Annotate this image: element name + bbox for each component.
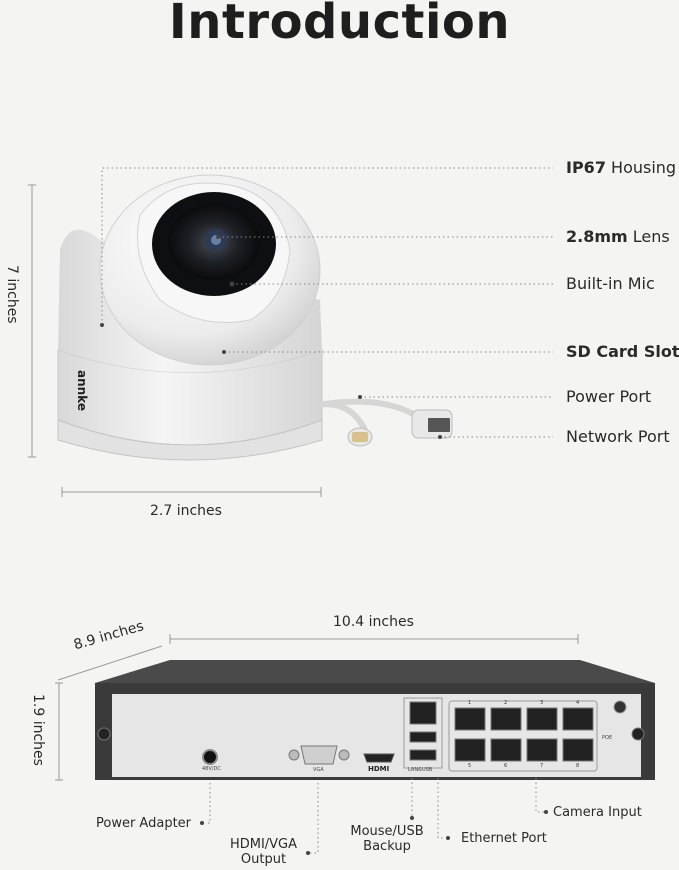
poe-label: POE — [602, 735, 613, 741]
lan-usb-port-label: LAN&USB — [408, 767, 433, 773]
callout-built-in-mic: Built-in Mic — [566, 274, 655, 293]
poe-number-8: 8 — [576, 763, 580, 769]
poe-number-3: 3 — [540, 700, 544, 706]
callout-sd-card-slot: SD Card Slot — [566, 342, 679, 361]
nvr-width-label: 10.4 inches — [333, 614, 414, 630]
callout-power-adapter: Power Adapter — [96, 816, 192, 831]
dc-port-label: 48V/DC — [202, 766, 221, 772]
poe-number-4: 4 — [576, 700, 580, 706]
callout-ethernet-port: Ethernet Port — [461, 831, 547, 846]
page-title: Introduction — [168, 0, 511, 50]
poe-number-5: 5 — [468, 763, 472, 769]
camera-width-label: 2.7 inches — [150, 503, 222, 519]
callout-power-port: Power Port — [566, 387, 652, 406]
poe-number-1: 1 — [468, 700, 472, 706]
nvr-height-label: 1.9 inches — [30, 694, 46, 766]
hdmi-port-label: HDMI — [368, 765, 390, 773]
poe-number-6: 6 — [504, 763, 508, 769]
nvr-back-panel — [112, 694, 596, 777]
camera-height-label: 7 inches — [4, 265, 20, 324]
callout-lens: 2.8mm Lens — [566, 227, 670, 246]
poe-number-2: 2 — [504, 700, 508, 706]
vga-port-label: VGA — [313, 767, 324, 773]
callout-hdmi-vga-output: HDMI/VGA Output — [229, 837, 298, 867]
poe-number-7: 7 — [540, 763, 544, 769]
callout-mouse-usb-backup: Mouse/USB Backup — [350, 824, 424, 854]
callout-network-port: Network Port — [566, 427, 670, 446]
nvr-depth-line — [57, 645, 163, 681]
callout-ip67-housing: IP67 Housing — [566, 158, 677, 177]
brand-logo: annke — [75, 370, 89, 411]
callout-camera-input: Camera Input — [553, 805, 642, 820]
